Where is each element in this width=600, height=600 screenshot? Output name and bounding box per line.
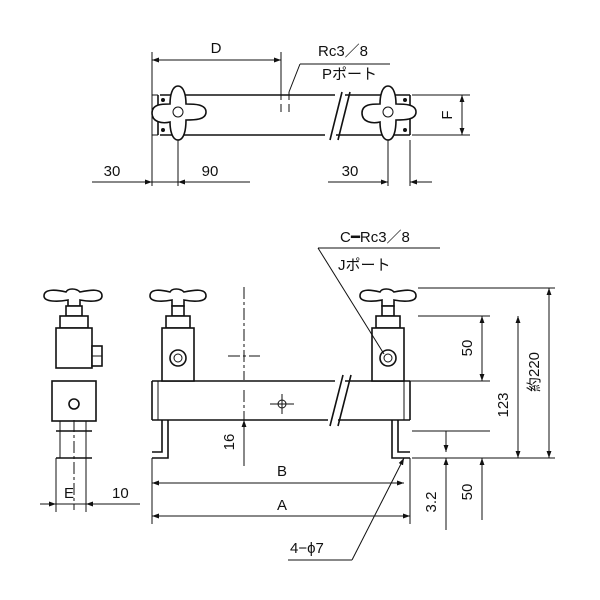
dimension-total-height: 約220 bbox=[526, 288, 552, 458]
dimension-a: A bbox=[152, 497, 410, 519]
dimension-a-label: A bbox=[277, 497, 287, 514]
j-port-thread-label: C━Rc3／8 bbox=[340, 229, 410, 246]
dimension-f-label: F bbox=[439, 110, 456, 119]
dimension-total-height-label: 約220 bbox=[526, 352, 543, 392]
dimension-row-bottom: 30 90 30 bbox=[92, 163, 432, 185]
dimension-flange-label: 16 bbox=[221, 434, 238, 451]
front-left-valve bbox=[149, 288, 207, 382]
top-view: D F 30 90 30 Rc3／8 Pポート bbox=[92, 40, 470, 186]
top-mount-dot bbox=[403, 128, 407, 132]
dimension-right-margin-label: 30 bbox=[342, 163, 359, 180]
top-right-handle bbox=[361, 85, 417, 141]
holes-callout: 4−ϕ7 bbox=[288, 457, 405, 561]
p-port-callout: Rc3／8 Pポート bbox=[288, 43, 390, 93]
dimension-plate-label: 3.2 bbox=[423, 492, 440, 513]
side-valve bbox=[43, 288, 103, 369]
front-left-bracket bbox=[152, 420, 169, 459]
dimension-d: D bbox=[152, 40, 281, 63]
holes-label: 4−ϕ7 bbox=[290, 540, 324, 557]
dimension-body-height: 123 bbox=[495, 316, 521, 458]
dimension-b: B bbox=[152, 463, 404, 486]
side-body bbox=[51, 380, 97, 459]
front-view: C━Rc3／8 Jポート 50 123 約220 16 bbox=[149, 229, 555, 561]
front-right-valve bbox=[359, 288, 417, 382]
dimension-body-height-label: 123 bbox=[495, 392, 512, 417]
dimension-pitch-label: 90 bbox=[202, 163, 219, 180]
dimension-bracket-label: 50 bbox=[459, 484, 476, 501]
dimension-e: E 10 bbox=[40, 458, 140, 512]
dimension-left-margin-label: 30 bbox=[104, 163, 121, 180]
dimension-d-label: D bbox=[211, 40, 222, 57]
top-mount-dot bbox=[403, 98, 407, 102]
dimension-height-upper: 50 bbox=[459, 316, 485, 381]
top-left-handle bbox=[151, 85, 207, 141]
dimension-b-label: B bbox=[277, 463, 287, 480]
dimension-flange: 16 bbox=[221, 420, 247, 466]
dimension-bracket: 50 bbox=[459, 458, 485, 520]
dimension-offset-label: 10 bbox=[112, 485, 129, 502]
dimension-plate: 3.2 bbox=[423, 431, 449, 530]
j-port-callout: C━Rc3／8 Jポート bbox=[317, 229, 440, 355]
dimension-height-upper-label: 50 bbox=[459, 340, 476, 357]
top-mount-dot bbox=[161, 128, 165, 132]
side-view: E 10 bbox=[40, 288, 140, 512]
dimension-f: F bbox=[439, 95, 465, 135]
p-port-thread-label: Rc3／8 bbox=[318, 43, 368, 60]
p-port-name-label: Pポート bbox=[322, 66, 377, 83]
j-port-name-label: Jポート bbox=[338, 257, 391, 274]
dimension-e-label: E bbox=[64, 485, 74, 502]
front-right-bracket bbox=[391, 420, 410, 459]
top-mount-dot bbox=[161, 98, 165, 102]
